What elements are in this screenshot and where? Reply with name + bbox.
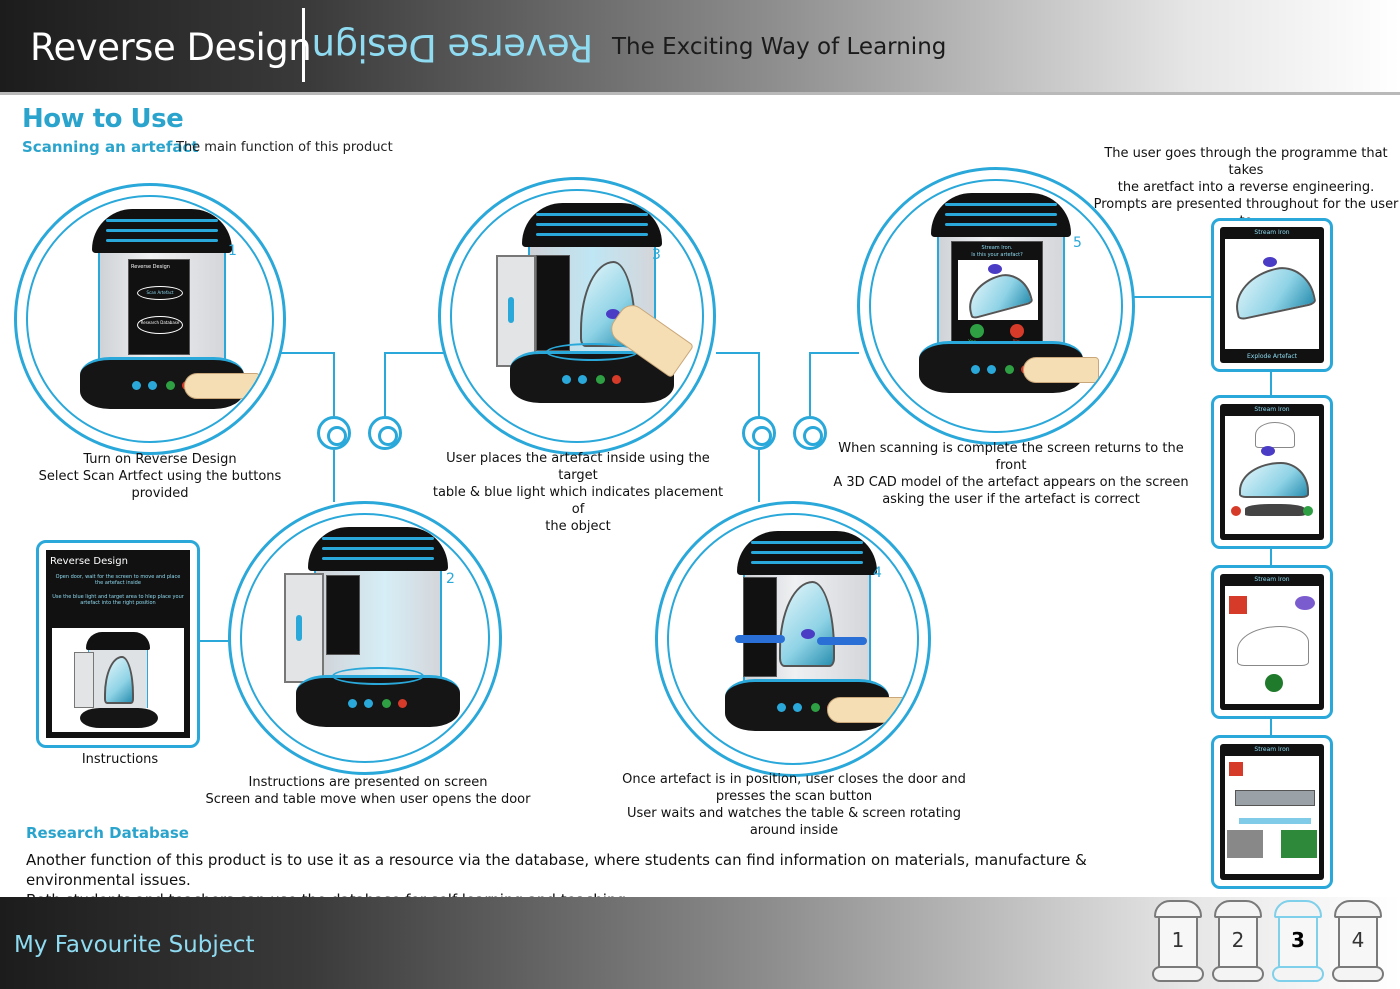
manufacture-icon (1229, 762, 1243, 776)
machine-illustration: Reverse Design Scan Artefact Research Da… (72, 209, 260, 409)
machine-illustration: Stream Iron. Is this your artefact? Yes … (911, 193, 1099, 393)
connector-line (268, 352, 334, 354)
instructions-illustration (52, 628, 184, 732)
programme-screen-1: Stream Iron Explode Artefact (1211, 218, 1333, 372)
connector-line (758, 352, 760, 416)
section-title: How to Use (22, 104, 184, 134)
instruction-text: Open door, wait for the screen to move a… (55, 574, 181, 586)
screen-title: Reverse Design (50, 556, 128, 567)
brand-separator (302, 8, 305, 82)
page-1-button[interactable]: 1 (1150, 900, 1206, 984)
step-number: 5 (1073, 235, 1082, 251)
connector-line (809, 352, 859, 354)
programme-screen-4: Stream Iron (1211, 735, 1333, 889)
instructions-screen-card: Reverse Design Open door, wait for the s… (36, 540, 200, 748)
connector-line (384, 352, 386, 416)
step-number: 2 (446, 571, 455, 587)
connector-node (317, 416, 351, 450)
tagline: The Exciting Way of Learning (612, 34, 947, 60)
brand-title: Reverse Design (30, 26, 312, 69)
instructions-screen: Reverse Design Open door, wait for the s… (46, 550, 190, 738)
hand-illustration (184, 373, 260, 399)
step-5-circle: Stream Iron. Is this your artefact? Yes … (857, 167, 1135, 445)
connector-line (384, 352, 444, 354)
environment-icon (1265, 674, 1283, 692)
programme-screen-2: Stream Iron (1211, 395, 1333, 549)
research-database-option: Research Database (137, 316, 183, 334)
screen-title: Stream Iron (1254, 406, 1290, 413)
no-button[interactable] (1010, 324, 1024, 338)
step-3-circle: 3 (438, 177, 716, 455)
screen-title: Stream Iron (1254, 746, 1290, 753)
step-4-caption: Once artefact is in position, user close… (622, 772, 966, 838)
connector-line (1270, 716, 1272, 736)
screen-title: Reverse Design (131, 264, 170, 270)
programme-screen-3: Stream Iron (1211, 565, 1333, 719)
page-2-button[interactable]: 2 (1210, 900, 1266, 984)
connector-line (809, 352, 811, 416)
programme-caption: The user goes through the programme that… (1093, 146, 1399, 246)
machine-screen: Stream Iron. Is this your artefact? Yes … (951, 241, 1043, 345)
page-3-button[interactable]: 3 (1270, 900, 1326, 984)
connector-line (758, 450, 760, 502)
hand-illustration (1023, 357, 1099, 383)
connector-line (1134, 296, 1214, 298)
open-door (284, 573, 324, 683)
connector-line (1270, 370, 1272, 396)
section-subtitle: Scanning an artefact (22, 138, 199, 156)
screen-title: Stream Iron. (981, 245, 1013, 251)
no-button[interactable] (1231, 506, 1241, 516)
step-1-caption: Turn on Reverse Design Select Scan Artfe… (38, 452, 282, 501)
cad-model-iron (962, 268, 1034, 320)
step-3-caption: User places the artefact inside using th… (432, 451, 724, 534)
step-number: 4 (873, 565, 882, 581)
brand-title-mirrored: Reverse Design (312, 26, 594, 69)
step-1-circle: Reverse Design Scan Artefact Research Da… (14, 183, 286, 455)
photo-thumbnail (1281, 830, 1317, 858)
iron-model (1229, 261, 1317, 321)
materials-icon (1295, 596, 1315, 610)
yes-button[interactable] (1303, 506, 1313, 516)
manufacture-icon (1229, 596, 1247, 614)
open-door (496, 255, 536, 367)
photo-thumbnail (1227, 830, 1263, 858)
connector-line (716, 352, 760, 354)
machine-illustration (717, 531, 907, 731)
machine-screen: Reverse Design Scan Artefact Research Da… (128, 259, 190, 355)
screen-question: Is this your artefact? (971, 252, 1023, 258)
step-2-caption: Instructions are presented on screen Scr… (205, 775, 531, 807)
research-title: Research Database (26, 824, 189, 842)
screen-title: Stream Iron (1254, 576, 1290, 583)
instructions-caption: Instructions (81, 752, 159, 767)
header-divider (0, 92, 1400, 95)
step-5-caption: When scanning is complete the screen ret… (833, 441, 1189, 507)
exploded-iron (1239, 462, 1309, 498)
screen-title: Stream Iron (1254, 229, 1290, 236)
yes-button[interactable] (970, 324, 984, 338)
step-number: 3 (652, 247, 661, 263)
explode-artefact-button[interactable]: Explode Artefact (1247, 353, 1297, 360)
connector-line (333, 352, 335, 416)
connector-node (742, 416, 776, 450)
connector-line (1270, 546, 1272, 566)
step-4-circle: 4 (655, 501, 931, 777)
scan-artefact-option: Scan Artefact (137, 286, 183, 300)
connector-node (368, 416, 402, 450)
footer-title: My Favourite Subject (14, 932, 255, 958)
connector-line (333, 450, 335, 502)
page-4-button[interactable]: 4 (1330, 900, 1386, 984)
step-2-circle: 2 (228, 501, 502, 775)
step-number: 1 (228, 243, 237, 259)
hand-illustration (827, 697, 907, 723)
machine-illustration (496, 203, 695, 403)
header-banner (0, 0, 1400, 92)
connector-node (793, 416, 827, 450)
rotate-arrow-left (735, 635, 785, 643)
machine-illustration (284, 527, 468, 727)
section-subtitle-note: The main function of this product (176, 140, 393, 155)
instruction-text: Use the blue light and target area to hl… (52, 594, 184, 606)
rotate-arrow-right (817, 637, 867, 645)
connector-line (200, 640, 240, 642)
